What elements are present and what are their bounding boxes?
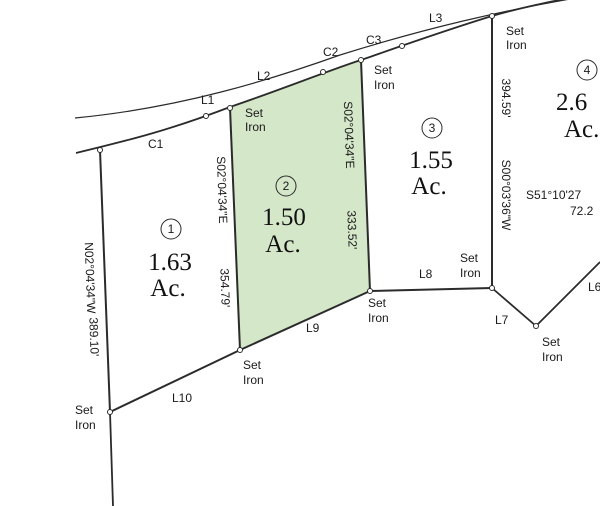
- segment-label-l6: L6: [588, 280, 600, 294]
- segment-label-l9: L9: [306, 321, 320, 335]
- lot-1-number-circle: [160, 218, 182, 240]
- lot-4-unit: Ac.: [564, 116, 599, 143]
- set-iron-label: Set: [245, 106, 264, 120]
- set-iron-label: Iron: [243, 373, 264, 387]
- set-iron-label: Set: [542, 335, 561, 349]
- set-iron-label: Iron: [460, 266, 481, 280]
- lot-3-number-circle: [421, 117, 443, 139]
- set-iron-label: Set: [460, 251, 479, 265]
- corner-point: [399, 43, 405, 49]
- lot-3-number: 3: [429, 121, 436, 135]
- lot-3-acres: 1.55: [409, 147, 453, 174]
- lot-3-south-line: [369, 287, 493, 292]
- set-iron-label: Iron: [245, 120, 266, 134]
- set-iron-label: Iron: [75, 418, 96, 432]
- lot-1-number: 1: [168, 222, 175, 236]
- lot-2-highlight: [230, 60, 370, 350]
- set-iron-label: Iron: [374, 78, 395, 92]
- bearing-lot-1-west: N02°04'34"W: [82, 242, 99, 315]
- distance-lot-1-east: 354.79': [217, 268, 232, 307]
- lot-4-south-line-b: [535, 261, 600, 327]
- set-iron-label: Set: [374, 63, 393, 77]
- set-iron-label: Set: [75, 403, 94, 417]
- lot-2-south-line: [239, 290, 371, 351]
- distance-lot-2-east: 333.52': [344, 210, 359, 249]
- corner-point: [489, 13, 495, 19]
- lot-4-south-line-a: [491, 287, 537, 327]
- set-iron-label: Iron: [542, 350, 563, 364]
- set-iron-label: Set: [506, 24, 525, 38]
- lot-1-west-extension: [109, 411, 114, 506]
- corner-point: [203, 113, 209, 119]
- corner-point: [227, 105, 233, 111]
- segment-label-l2: L2: [257, 69, 271, 83]
- segment-label-c2: C2: [323, 45, 339, 59]
- bearing-lot-4: S51°10'27: [526, 188, 581, 202]
- segment-label-l10: L10: [172, 391, 192, 405]
- lot-2-number: 2: [283, 179, 290, 193]
- corner-point: [367, 288, 373, 294]
- lot-1-acres: 1.63: [148, 249, 192, 276]
- distance-lot-1-west: 389.10': [86, 317, 101, 356]
- segment-label-c1: C1: [148, 137, 164, 151]
- segment-label-l8: L8: [419, 267, 433, 281]
- lot-1-south-line: [109, 349, 241, 413]
- corner-point: [107, 409, 113, 415]
- lot-1-west-line: [99, 149, 111, 413]
- lot-2-acres: 1.50: [262, 204, 306, 231]
- lot-4-number: 4: [584, 63, 591, 77]
- lot-3-unit: Ac.: [411, 173, 446, 200]
- segment-label-l7: L7: [495, 313, 509, 327]
- lot-1-unit: Ac.: [150, 275, 185, 302]
- lot-1-2-line: [229, 107, 241, 351]
- lot-2-number-circle: [275, 175, 297, 197]
- lot-4-acres: 2.6: [556, 89, 587, 116]
- lot-4-number-circle: [576, 59, 598, 81]
- corner-point: [533, 323, 539, 329]
- segment-label-l3: L3: [429, 11, 443, 25]
- bearing-lot-2-east: S02°04'34"E: [341, 101, 357, 169]
- corner-point: [489, 285, 495, 291]
- corner-point: [358, 57, 364, 63]
- set-iron-label: Set: [368, 296, 387, 310]
- set-iron-label: Iron: [506, 38, 527, 52]
- distance-lot-4: 72.2: [570, 204, 594, 218]
- bearing-lot-3-east: S00°03'36"W: [499, 160, 513, 231]
- bearing-lot-1-east: S02°04'34"E: [214, 156, 230, 224]
- distance-lot-3-east: 394.59': [499, 79, 513, 118]
- corner-point: [97, 147, 103, 153]
- set-iron-label: Iron: [368, 311, 389, 325]
- lot-2-unit: Ac.: [265, 231, 300, 258]
- segment-label-c3: C3: [366, 33, 382, 47]
- set-iron-label: Set: [243, 358, 262, 372]
- corner-point: [237, 347, 243, 353]
- segment-label-l1: L1: [201, 93, 215, 107]
- corner-point: [320, 69, 326, 75]
- lot-2-3-line: [360, 59, 371, 292]
